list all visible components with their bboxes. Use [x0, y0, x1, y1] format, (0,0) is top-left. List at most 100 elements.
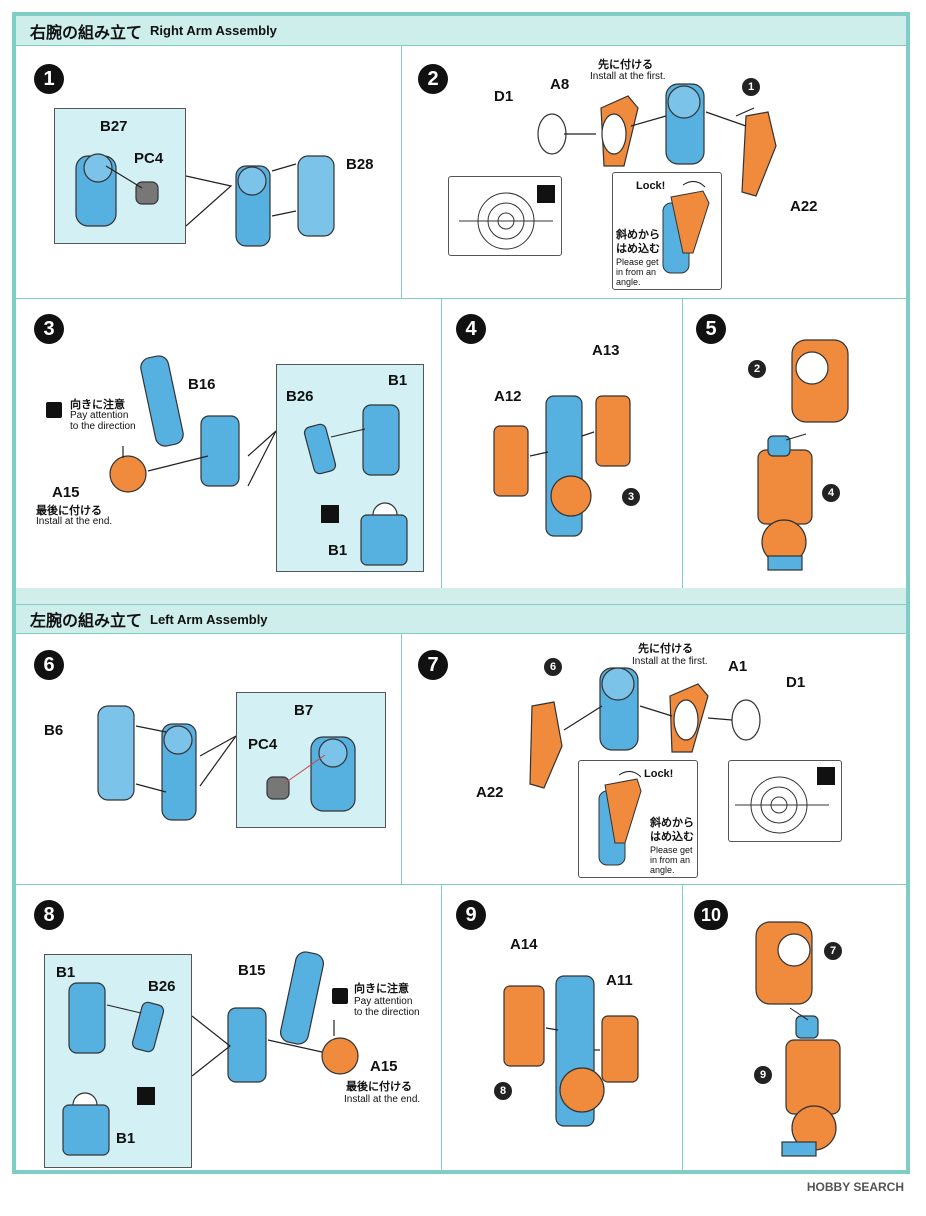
detail-diagram	[303, 404, 408, 566]
part-a12	[493, 425, 529, 497]
step-number: 3	[34, 314, 64, 344]
note-en: Pay attention	[70, 410, 129, 421]
step-number: 4	[456, 314, 486, 344]
divider	[441, 298, 442, 588]
note-jp: 先に付ける	[638, 642, 693, 655]
part-b6	[97, 705, 135, 801]
step-number: 7	[418, 650, 448, 680]
step-reference: 4	[822, 484, 840, 502]
note-en: Pay attention	[354, 996, 413, 1007]
section-title-en: Right Arm Assembly	[150, 23, 277, 38]
part-label: B27	[100, 118, 128, 135]
part-forearm	[200, 415, 240, 487]
step-number: 9	[456, 900, 486, 930]
part-b15	[280, 951, 324, 1045]
detail-box	[728, 760, 842, 842]
step-number: 1	[34, 64, 64, 94]
step-number: 2	[418, 64, 448, 94]
detail-box	[448, 176, 562, 256]
note-jp: 向きに注意	[354, 982, 409, 995]
step-reference: 3	[622, 488, 640, 506]
part-label: B6	[44, 722, 64, 739]
divider	[441, 884, 442, 1174]
part-label: A8	[550, 76, 570, 93]
note-en: Install at the end.	[344, 1094, 421, 1105]
caution-icon	[46, 402, 62, 418]
part-label: B1	[388, 372, 408, 389]
step-reference: 6	[544, 658, 562, 676]
detail-box	[276, 364, 424, 572]
divider	[16, 884, 906, 885]
part-b28	[297, 155, 335, 237]
detail-diagram	[459, 185, 555, 250]
note-jp: 斜めから	[616, 228, 660, 241]
note-jp: 斜めから	[650, 816, 694, 829]
watermark: HOBBY SEARCH	[806, 1180, 904, 1194]
note-en: in from an	[616, 267, 657, 277]
part-label: D1	[494, 88, 514, 105]
step5-illustration	[757, 339, 849, 571]
step6-illustration	[97, 705, 237, 821]
step-reference: 7	[824, 942, 842, 960]
part-a11	[601, 1015, 639, 1083]
detail-diagram	[598, 771, 642, 866]
section-title-en: Left Arm Assembly	[150, 611, 268, 627]
step1-illustration	[75, 153, 335, 247]
part-label: B16	[188, 376, 216, 393]
detail-box	[44, 954, 192, 1168]
part-label: PC4	[134, 150, 164, 167]
step-number: 10	[694, 900, 728, 930]
note-en: in from an	[650, 855, 691, 865]
section-title-jp: 右腕の組み立て	[30, 22, 143, 42]
detail-box	[578, 760, 698, 878]
detail-diagram	[62, 982, 165, 1156]
note-en: Install at the first.	[632, 656, 708, 667]
part-label: B1	[328, 542, 348, 559]
step-reference: 2	[748, 360, 766, 378]
part-label: PC4	[248, 736, 278, 753]
part-a13	[595, 395, 631, 467]
note-jp: はめ込む	[650, 830, 694, 843]
note-jp: 最後に付ける	[36, 504, 102, 517]
lock-label: Lock!	[644, 768, 674, 780]
section-header-right: 右腕の組み立て Right Arm Assembly	[16, 16, 906, 46]
instruction-page: 右腕の組み立て Right Arm Assembly 左腕の組み立て Left …	[12, 12, 910, 1174]
detail-diagram	[266, 736, 356, 812]
part-label: A15	[370, 1058, 398, 1075]
part-label: B1	[116, 1130, 136, 1147]
note-en: Install at the first.	[590, 71, 666, 82]
part-label: B26	[148, 978, 176, 995]
part-b16	[140, 355, 184, 447]
step-number: 8	[34, 900, 64, 930]
part-upper-arm	[785, 1039, 841, 1115]
part-label: B15	[238, 962, 266, 979]
part-label: A12	[494, 388, 522, 405]
part-label: A13	[592, 342, 620, 359]
part-label: A22	[790, 198, 818, 215]
note-jp: 先に付ける	[598, 58, 653, 71]
step8-illustration	[191, 951, 359, 1083]
detail-diagram	[662, 181, 710, 274]
part-label: D1	[786, 674, 806, 691]
step-number: 6	[34, 650, 64, 680]
part-label: A22	[476, 784, 504, 801]
note-en: angle.	[616, 277, 641, 287]
part-label: B28	[346, 156, 374, 173]
step3-illustration	[109, 355, 277, 493]
note-en: Please get	[616, 257, 659, 267]
divider	[401, 46, 402, 298]
section-header-left: 左腕の組み立て Left Arm Assembly	[16, 604, 906, 634]
step-reference: 8	[494, 1082, 512, 1100]
part-label: B1	[56, 964, 76, 981]
part-label: B7	[294, 702, 314, 719]
note-jp: はめ込む	[616, 242, 660, 255]
note-en: to the direction	[354, 1007, 420, 1018]
caution-icon	[332, 988, 348, 1004]
note-en: angle.	[650, 865, 675, 875]
step9-illustration	[503, 975, 639, 1127]
note-jp: 最後に付ける	[346, 1080, 412, 1093]
step7-illustration	[529, 667, 761, 789]
part-a22	[529, 701, 563, 789]
divider	[16, 588, 906, 604]
part-a22	[741, 111, 777, 197]
